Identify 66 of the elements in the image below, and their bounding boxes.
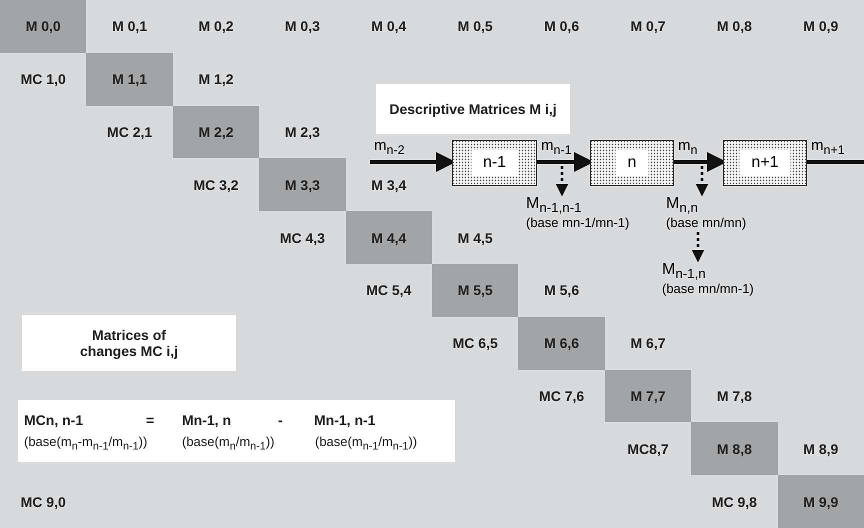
formula-base: (base(m$_{n}$-m$_{n-1}$/m$_{n-1}$)) — [24, 434, 148, 453]
matrix-cell: M 2,2 — [172, 106, 260, 158]
matrix-entry: M 0,9 — [803, 18, 838, 34]
edge-label: m$_{n}$ — [678, 137, 698, 157]
formula-term: Mn-1, n-1 — [314, 412, 376, 428]
matrix-entry: MC 3,2 — [193, 176, 239, 193]
matrix-entry: M 4,5 — [458, 230, 493, 246]
edge-label: m$_{n-1}$ — [541, 137, 572, 157]
formula-box — [18, 400, 455, 462]
formula-base: (base(m$_{n-1}$/m$_{n-1}$)) — [315, 434, 418, 453]
matrix-entry: M 0,2 — [198, 18, 234, 34]
matrix-entry: M 5,6 — [544, 282, 580, 298]
matrix-annotation: M$_{n-1,n}$ (base mn/mn-1) — [662, 262, 802, 302]
process-box — [452, 140, 537, 186]
formula-term: = — [146, 412, 154, 428]
formula-term: Mn-1, n — [182, 412, 231, 428]
matrix-entry: MC 7,6 — [539, 388, 584, 404]
edge-label: m$_{n+1}$ — [811, 137, 845, 157]
matrix-cell: M 6,6 — [518, 316, 605, 370]
process-box — [723, 140, 807, 186]
matrix-cell: M 7,7 — [604, 370, 692, 422]
matrix-entry: M 7,8 — [716, 388, 752, 404]
matrix-annotation: M$_{n,n}$ (base mn/mn) — [666, 196, 786, 236]
matrix-cell: M 3,3 — [259, 158, 346, 212]
formula-term: - — [278, 412, 283, 428]
matrix-entry: M 0,1 — [112, 18, 148, 34]
process-box — [590, 140, 674, 186]
matrix-entry: M 0,7 — [630, 18, 666, 34]
dotted-arrow — [692, 232, 704, 262]
matrix-entry: MC 9,8 — [712, 494, 757, 510]
matrix-entry: M 3,4 — [371, 176, 406, 193]
matrix-entry: M 6,7 — [630, 335, 666, 352]
title-box — [22, 315, 236, 371]
dotted-arrow — [556, 166, 568, 196]
process-label: n+1 — [739, 150, 791, 176]
matrix-entry: M 0,6 — [544, 18, 580, 34]
matrix-cell: M 5,5 — [432, 264, 518, 317]
matrix-entry: M 2,3 — [284, 124, 320, 140]
matrix-cell: M 8,8 — [691, 422, 778, 476]
dotted-arrow — [696, 166, 708, 196]
box-title: Descriptive Matrices M i,j — [388, 101, 558, 117]
matrix-entry: MC8,7 — [627, 440, 669, 457]
formula-term: MCn, n-1 — [24, 412, 84, 428]
matrix-entry: MC 4,3 — [280, 230, 325, 246]
matrix-cell: M 0,0 — [0, 0, 86, 53]
matrix-annotation: M$_{n-1,n-1}$ (base mn-1/mn-1) — [526, 196, 666, 236]
matrix-cell: M 9,9 — [778, 475, 864, 528]
matrix-cell: M 1,1 — [86, 52, 173, 106]
matrix-entry: MC 1,0 — [20, 71, 66, 88]
matrix-entry: MC 2,1 — [107, 124, 152, 140]
matrix-entry: M 0,8 — [716, 18, 752, 34]
matrix-entry: MC 9,0 — [20, 494, 66, 510]
title-box — [376, 84, 570, 134]
matrix-entry: M 0,5 — [458, 18, 493, 34]
process-label: n-1 — [470, 150, 518, 176]
matrix-entry: MC 5,4 — [366, 282, 412, 298]
box-title: Matrices of changes MC i,j — [78, 327, 180, 359]
matrix-entry: M 0,4 — [371, 18, 406, 34]
formula-base: (base(m$_{n}$/m$_{n-1}$)) — [182, 434, 274, 453]
matrix-entry: M 1,2 — [198, 71, 234, 88]
matrix-cell: M 4,4 — [346, 211, 432, 264]
matrix-entry: MC 6,5 — [452, 335, 498, 352]
matrix-entry: M 0,3 — [284, 18, 320, 34]
matrix-entry: M 8,9 — [803, 440, 838, 457]
process-label: n — [616, 150, 648, 176]
edge-label: m$_{n-2}$ — [374, 137, 405, 157]
